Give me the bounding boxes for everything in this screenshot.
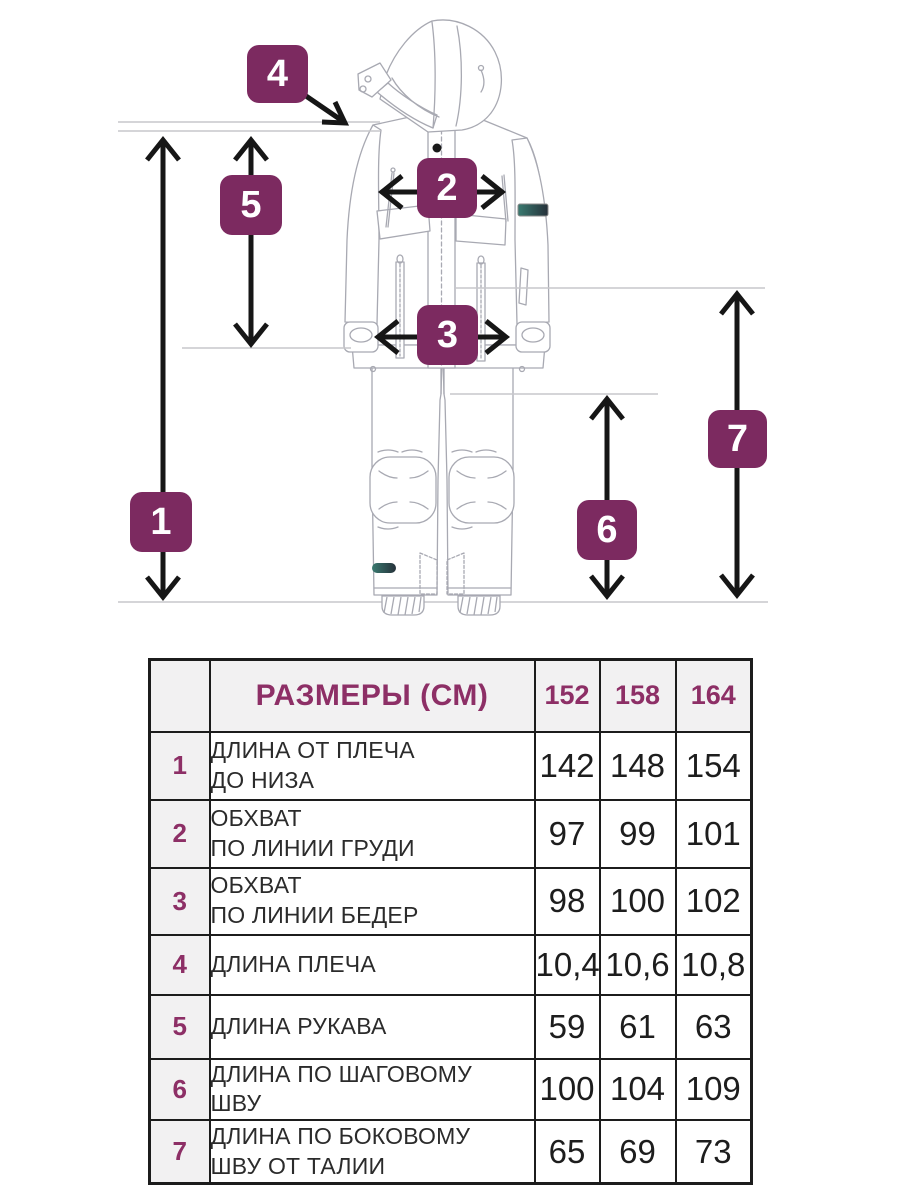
row-value: 142 (533, 730, 601, 801)
measure-badge-5: 5 (220, 175, 282, 235)
measure-badge-3: 3 (417, 305, 478, 365)
snap-button (432, 143, 442, 153)
row-num: 2 (148, 798, 211, 869)
table-row: 7 ДЛИНА ПО БОКОВОМУ ШВУ ОТ ТАЛИИ 65 69 7… (148, 1119, 753, 1185)
row-value: 73 (674, 1119, 753, 1185)
measure-badge-4: 4 (247, 45, 308, 103)
size-col-164: 164 (674, 658, 753, 733)
row-num: 3 (148, 866, 211, 936)
row-label: ОБХВАТ ПО ЛИНИИ БЕДЕР (208, 866, 536, 936)
measure-badge-6: 6 (577, 500, 637, 560)
row-value: 10,6 (598, 933, 677, 996)
row-value: 148 (598, 730, 677, 801)
row-value: 69 (598, 1119, 677, 1185)
table-row: 2 ОБХВАТ ПО ЛИНИИ ГРУДИ 97 99 101 (148, 798, 753, 869)
foot-cuffs (381, 595, 501, 616)
leg-tag (372, 563, 396, 573)
table-row: 6 ДЛИНА ПО ШАГОВОМУ ШВУ 100 104 109 (148, 1057, 753, 1122)
size-col-158: 158 (598, 658, 677, 733)
corner-cell (148, 658, 211, 733)
row-value: 100 (533, 1057, 601, 1122)
size-table: РАЗМЕРЫ (СМ) 152 158 164 1 ДЛИНА ОТ ПЛЕЧ… (148, 658, 753, 1185)
row-value: 10,4 (533, 933, 601, 996)
table-row: 3 ОБХВАТ ПО ЛИНИИ БЕДЕР 98 100 102 (148, 866, 753, 936)
knee-patch-left (369, 456, 437, 524)
row-num: 7 (148, 1119, 211, 1185)
row-value: 109 (674, 1057, 753, 1122)
row-value: 102 (674, 866, 753, 936)
cuff-right (515, 321, 551, 353)
row-value: 97 (533, 798, 601, 869)
table-row: 4 ДЛИНА ПЛЕЧА 10,4 10,6 10,8 (148, 933, 753, 996)
row-label: ДЛИНА РУКАВА (208, 993, 536, 1060)
row-label: ДЛИНА ПЛЕЧА (208, 933, 536, 996)
measure-badge-7: 7 (708, 410, 767, 468)
row-value: 101 (674, 798, 753, 869)
row-num: 1 (148, 730, 211, 801)
knee-patch-right (448, 456, 515, 524)
row-value: 61 (598, 993, 677, 1060)
hood-toggle (480, 69, 485, 93)
pants (369, 359, 515, 596)
measure-badge-2: 2 (417, 158, 477, 218)
table-row: 5 ДЛИНА РУКАВА 59 61 63 (148, 993, 753, 1060)
measurement-diagram: 1 2 3 4 5 6 7 (118, 19, 768, 616)
row-num: 6 (148, 1057, 211, 1122)
row-label: ДЛИНА ПО ШАГОВОМУ ШВУ (208, 1057, 536, 1122)
arrow-4-pointer (304, 93, 350, 126)
hood (357, 19, 503, 133)
table-row: 1 ДЛИНА ОТ ПЛЕЧА ДО НИЗА 142 148 154 (148, 730, 753, 801)
row-value: 59 (533, 993, 601, 1060)
arrow-5 (233, 135, 269, 349)
arrow-6 (589, 394, 625, 601)
table-title: РАЗМЕРЫ (СМ) (208, 658, 536, 733)
row-value: 98 (533, 866, 601, 936)
row-num: 5 (148, 993, 211, 1060)
row-value: 104 (598, 1057, 677, 1122)
hood-brim (376, 82, 438, 129)
measure-badge-1: 1 (130, 492, 192, 552)
row-value: 100 (598, 866, 677, 936)
size-col-152: 152 (533, 658, 601, 733)
row-value: 154 (674, 730, 753, 801)
row-label: ОБХВАТ ПО ЛИНИИ ГРУДИ (208, 798, 536, 869)
table-header-row: РАЗМЕРЫ (СМ) 152 158 164 (148, 658, 753, 733)
row-value: 99 (598, 798, 677, 869)
row-label: ДЛИНА ОТ ПЛЕЧА ДО НИЗА (208, 730, 536, 801)
row-num: 4 (148, 933, 211, 996)
row-value: 65 (533, 1119, 601, 1185)
row-value: 10,8 (674, 933, 753, 996)
row-label: ДЛИНА ПО БОКОВОМУ ШВУ ОТ ТАЛИИ (208, 1119, 536, 1185)
sleeve-tag (517, 203, 549, 217)
row-value: 63 (674, 993, 753, 1060)
